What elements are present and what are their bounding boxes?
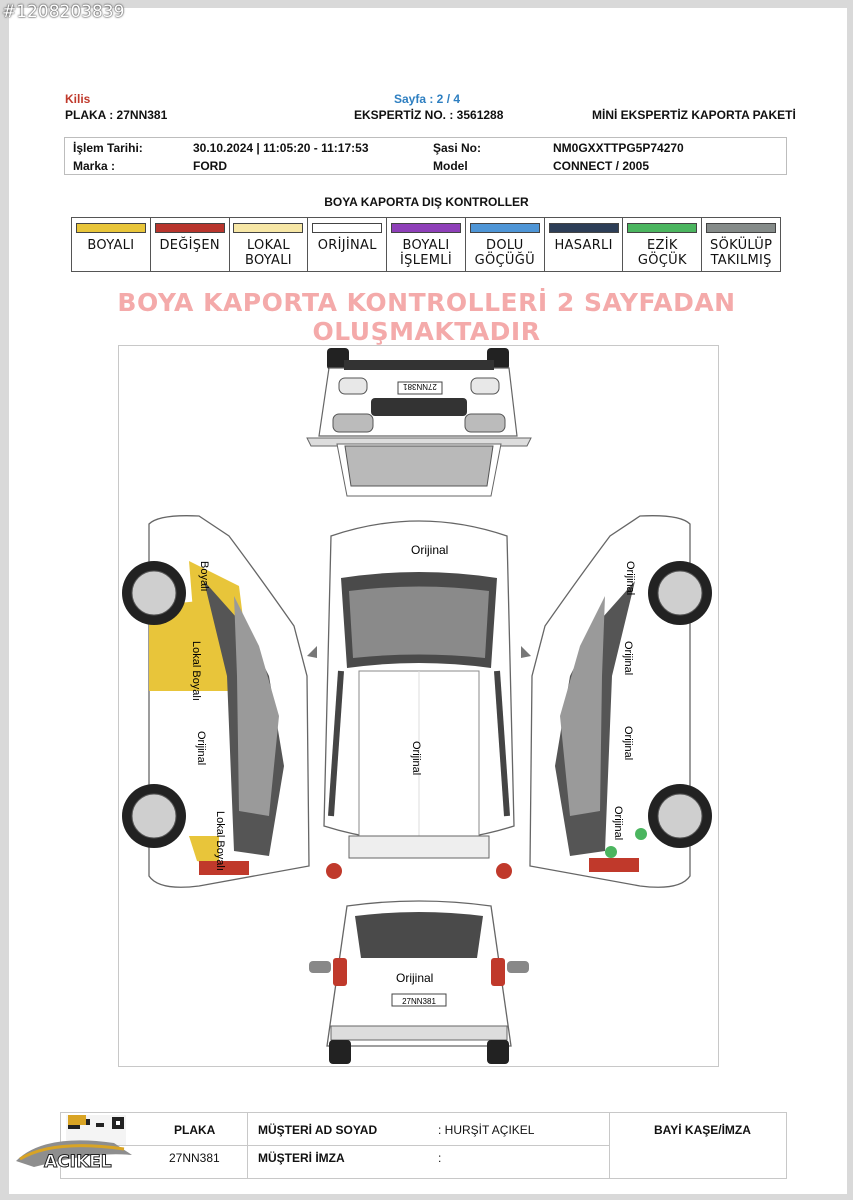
legend-label: BOYALI [87, 238, 135, 253]
legend-swatch [154, 223, 225, 233]
footer-plate-label: PLAKA [174, 1123, 216, 1137]
legend-swatch [312, 223, 383, 233]
legend-label: LOKAL BOYALI [244, 238, 292, 268]
left-fender-label: Boyalı [198, 561, 210, 592]
footer-table: PLAKA 27NN381 MÜŞTERİ AD SOYAD : HURŞİT … [60, 1112, 787, 1179]
left-rear-door-label: Orijinal [195, 731, 207, 765]
dealer-stamp-label: BAYİ KAŞE/İMZA [654, 1123, 751, 1137]
brand-value: FORD [193, 159, 227, 173]
legend-label: EZİK GÖÇÜK [637, 238, 687, 268]
hood-label: Orijinal [410, 741, 422, 775]
legend-item: DOLU GÖÇÜĞÜ [466, 218, 545, 271]
city: Kilis [65, 92, 91, 106]
legend-item: ORİJİNAL [308, 218, 388, 271]
legend-swatch [548, 223, 619, 233]
legend-swatch [706, 223, 777, 233]
right-side-view: Orijinal Orijinal Orijinal Orijinal [529, 515, 712, 888]
rear-view: 27NN381 Orijinal [309, 900, 529, 1064]
legend-swatch [469, 223, 540, 233]
legend-item: SÖKÜLÜP TAKILMIŞ [702, 218, 780, 271]
brand-label: Marka : [73, 159, 116, 173]
legend-label: DEĞİŞEN [159, 238, 220, 253]
legend-item: HASARLI [545, 218, 624, 271]
left-quarter-label: Lokal Boyalı [214, 811, 226, 871]
right-front-door-label: Orijinal [622, 641, 634, 675]
customer-sign-value: : [438, 1151, 442, 1165]
chassis-label: Şasi No: [433, 141, 482, 155]
top-view: Orijinal Orijinal [307, 520, 531, 879]
right-rear-door-label: Orijinal [622, 726, 634, 760]
legend-label: ORİJİNAL [317, 238, 377, 253]
rear-label: Orijinal [396, 971, 433, 985]
page-number: Sayfa : 2 / 4 [394, 92, 461, 106]
rear-plate-text: 27NN381 [402, 997, 436, 1006]
right-fender-label: Orijinal [624, 561, 636, 595]
legend-item: BOYALI İŞLEMLİ [387, 218, 466, 271]
chassis-value: NM0GXXTTPG5P74270 [553, 141, 684, 155]
expertise-number: EKSPERTİZ NO. : 3561288 [354, 108, 504, 122]
customer-name-label: MÜŞTERİ AD SOYAD [258, 1123, 378, 1137]
model-label: Model [433, 159, 468, 173]
process-date-label: İşlem Tarihi: [73, 141, 143, 155]
legend-item: DEĞİŞEN [151, 218, 230, 271]
section-title: BOYA KAPORTA DIŞ KONTROLLER [324, 195, 529, 209]
left-side-view: Boyalı Lokal Boyalı Orijinal Lokal Boyal… [122, 515, 310, 888]
legend-label: BOYALI İŞLEMLİ [400, 238, 452, 268]
front-plate-text: 27NN381 [403, 382, 437, 391]
legend-swatch [627, 223, 698, 233]
customer-sign-label: MÜŞTERİ İMZA [258, 1151, 345, 1165]
legend-swatch [233, 223, 304, 233]
legend-label: HASARLI [554, 238, 613, 253]
legend-item: EZİK GÖÇÜK [623, 218, 703, 271]
listing-id: #1208203839 [2, 2, 125, 22]
logo-text: ACIKEL [44, 1152, 112, 1172]
car-damage-diagram: 27NN381 Orijinal Orijinal [118, 345, 719, 1067]
roof-label: Orijinal [411, 543, 448, 557]
legend-swatch [391, 223, 462, 233]
company-logo: ACIKEL [14, 1113, 138, 1179]
model-value: CONNECT / 2005 [553, 159, 650, 173]
customer-name-value: : HURŞİT AÇIKEL [438, 1123, 535, 1137]
left-front-door-label: Lokal Boyalı [190, 641, 202, 701]
legend-label: DOLU GÖÇÜĞÜ [474, 238, 535, 268]
legend-item: LOKAL BOYALI [230, 218, 309, 271]
notice-banner: BOYA KAPORTA KONTROLLERİ 2 SAYFADAN OLUŞ… [117, 288, 736, 346]
right-quarter-label: Orijinal [612, 806, 624, 840]
color-legend: BOYALI DEĞİŞEN LOKAL BOYALI ORİJİNAL BOY… [71, 217, 781, 272]
legend-item: BOYALI [72, 218, 151, 271]
legend-swatch [75, 223, 146, 233]
package-name: MİNİ EKSPERTİZ KAPORTA PAKETİ [592, 108, 796, 122]
process-date-value: 30.10.2024 | 11:05:20 - 11:17:53 [193, 141, 369, 155]
vehicle-info-box: İşlem Tarihi: 30.10.2024 | 11:05:20 - 11… [64, 137, 787, 175]
legend-label: SÖKÜLÜP TAKILMIŞ [710, 238, 773, 268]
car-diagram-svg: 27NN381 Orijinal Orijinal [122, 348, 712, 1064]
front-view: 27NN381 [306, 348, 532, 497]
footer-plate-value: 27NN381 [169, 1151, 220, 1165]
header-plate: PLAKA : 27NN381 [65, 108, 168, 122]
